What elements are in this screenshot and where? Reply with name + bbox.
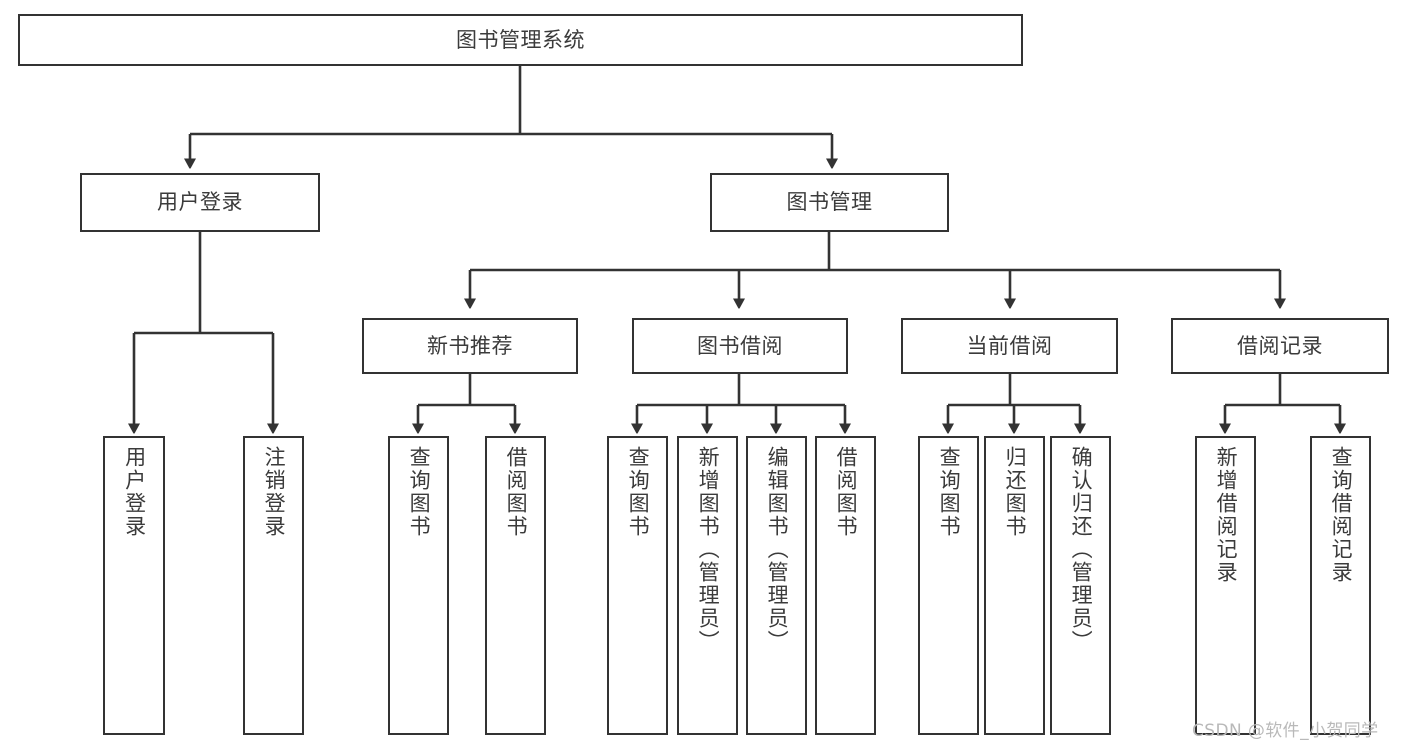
leaf-book-borrow-2[interactable]: 新增图书（管理员）	[677, 436, 738, 735]
node-book-borrow[interactable]: 图书借阅	[632, 318, 848, 374]
node-borrow-record-label: 借阅记录	[1237, 333, 1323, 358]
leaf-borrow-record-1-label: 新增借阅记录	[1214, 446, 1239, 584]
node-root-label: 图书管理系统	[456, 27, 585, 52]
leaf-new-book-1-label: 查询图书	[407, 446, 432, 538]
leaf-book-borrow-4[interactable]: 借阅图书	[815, 436, 876, 735]
leaf-book-borrow-1-label: 查询图书	[626, 446, 651, 538]
leaf-new-book-2[interactable]: 借阅图书	[485, 436, 546, 735]
leaf-current-borrow-1[interactable]: 查询图书	[918, 436, 979, 735]
node-user-login[interactable]: 用户登录	[80, 173, 320, 232]
watermark-text: CSDN @软件_小贺同学	[1192, 721, 1379, 741]
node-current-borrow[interactable]: 当前借阅	[901, 318, 1118, 374]
leaf-current-borrow-3-label: 确认归还（管理员）	[1069, 446, 1094, 653]
leaf-user-login-1-label: 用户登录	[122, 446, 147, 538]
node-book-borrow-label: 图书借阅	[697, 333, 783, 358]
leaf-book-borrow-3[interactable]: 编辑图书（管理员）	[746, 436, 807, 735]
node-book-management-label: 图书管理	[786, 190, 873, 215]
leaf-user-login-2-label: 注销登录	[262, 446, 287, 538]
leaf-borrow-record-2[interactable]: 查询借阅记录	[1310, 436, 1371, 735]
node-new-book-recommend-label: 新书推荐	[427, 333, 513, 358]
node-borrow-record[interactable]: 借阅记录	[1171, 318, 1389, 374]
leaf-current-borrow-1-label: 查询图书	[937, 446, 962, 538]
leaf-book-borrow-2-label: 新增图书（管理员）	[696, 446, 721, 653]
node-current-borrow-label: 当前借阅	[966, 333, 1053, 358]
leaf-user-login-2[interactable]: 注销登录	[243, 436, 304, 735]
leaf-user-login-1[interactable]: 用户登录	[103, 436, 165, 735]
leaf-new-book-2-label: 借阅图书	[504, 446, 529, 538]
node-user-login-label: 用户登录	[157, 190, 243, 215]
leaf-new-book-1[interactable]: 查询图书	[388, 436, 449, 735]
leaf-current-borrow-3[interactable]: 确认归还（管理员）	[1050, 436, 1111, 735]
node-book-management[interactable]: 图书管理	[710, 173, 949, 232]
leaf-borrow-record-2-label: 查询借阅记录	[1329, 446, 1354, 584]
node-new-book-recommend[interactable]: 新书推荐	[362, 318, 578, 374]
node-root[interactable]: 图书管理系统	[18, 14, 1023, 66]
leaf-book-borrow-1[interactable]: 查询图书	[607, 436, 668, 735]
leaf-borrow-record-1[interactable]: 新增借阅记录	[1195, 436, 1256, 735]
leaf-current-borrow-2-label: 归还图书	[1003, 446, 1028, 538]
leaf-current-borrow-2[interactable]: 归还图书	[984, 436, 1045, 735]
leaf-book-borrow-3-label: 编辑图书（管理员）	[765, 446, 790, 653]
leaf-book-borrow-4-label: 借阅图书	[834, 446, 859, 538]
